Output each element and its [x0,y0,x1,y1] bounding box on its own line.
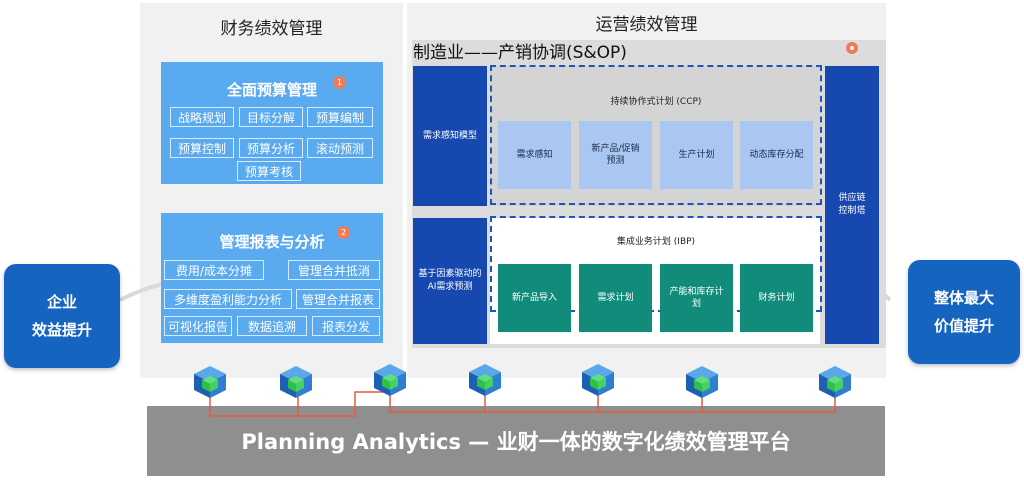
budget-tag-target: 目标分解 [239,107,303,127]
report-card-title: 管理报表与分析 [219,233,325,251]
ibp-title: 集成业务计划 (IBP) [616,237,696,247]
budget-badge: 1 [333,76,346,89]
ibp-item-demand: 需求计划 [579,264,652,332]
budget-tag-control: 预算控制 [170,138,234,158]
report-card: 管理报表与分析 2 费用/成本分摊 管理合并抵消 多维度盈利能力分析 管理合并报… [161,213,383,343]
demand-model-box: 需求感知模型 [413,66,487,206]
max-value-pill: 整体最大 价值提升 [908,260,1020,364]
report-tag-distribute: 报表分发 [312,316,380,336]
report-tag-offset: 管理合并抵消 [288,260,380,280]
operations-title: 运营绩效管理 [595,15,698,35]
report-tag-visual: 可视化报告 [164,316,232,336]
report-tag-consolidated: 管理合并报表 [296,289,380,309]
sop-header: 制造业——产销协调(S&OP) [413,43,627,63]
report-tag-cost: 费用/成本分摊 [164,260,264,280]
budget-card: 全面预算管理 1 战略规划 目标分解 预算编制 预算控制 预算分析 滚动预测 预… [161,62,383,184]
cube-icon [469,364,501,396]
cube-icon [194,366,226,398]
ccp-dashed-frame [490,65,822,205]
control-tower-box: 供应链控制塔 [825,66,879,344]
budget-tag-compile: 预算编制 [307,107,373,127]
budget-tag-strategy: 战略规划 [170,107,234,127]
ccp-item-demand: 需求感知 [498,121,571,189]
budget-tag-analysis: 预算分析 [239,138,303,158]
ccp-item-production: 生产计划 [660,121,733,189]
budget-tag-rolling: 滚动预测 [307,138,373,158]
cube-icon [819,366,851,398]
ibp-item-capacity: 产能和库存计划 [660,264,733,332]
enterprise-benefit-pill: 企业 效益提升 [4,264,120,368]
ccp-item-newproduct: 新产品/促销预测 [579,121,652,189]
finance-title: 财务绩效管理 [220,19,323,39]
gear-icon [846,42,858,54]
ccp-title: 持续协作式计划 (CCP) [610,97,702,107]
cube-icon [582,364,614,396]
report-badge: 2 [337,226,350,239]
ibp-dashed-frame [490,216,822,312]
ibp-item-newproduct: 新产品导入 [498,264,571,332]
report-tag-trace: 数据追溯 [237,316,307,336]
cube-icon [686,366,718,398]
report-tag-profit: 多维度盈利能力分析 [164,289,292,309]
ai-forecast-box: 基于因素驱动的AI需求预测 [413,218,487,344]
ccp-item-inventory: 动态库存分配 [740,121,813,189]
platform-bar: Planning Analytics — 业财一体的数字化绩效管理平台 [147,406,885,476]
budget-card-title: 全面预算管理 [226,81,317,99]
budget-tag-assessment: 预算考核 [237,161,301,181]
ibp-item-finance: 财务计划 [740,264,813,332]
cube-icon [374,364,406,396]
cube-icon [280,366,312,398]
